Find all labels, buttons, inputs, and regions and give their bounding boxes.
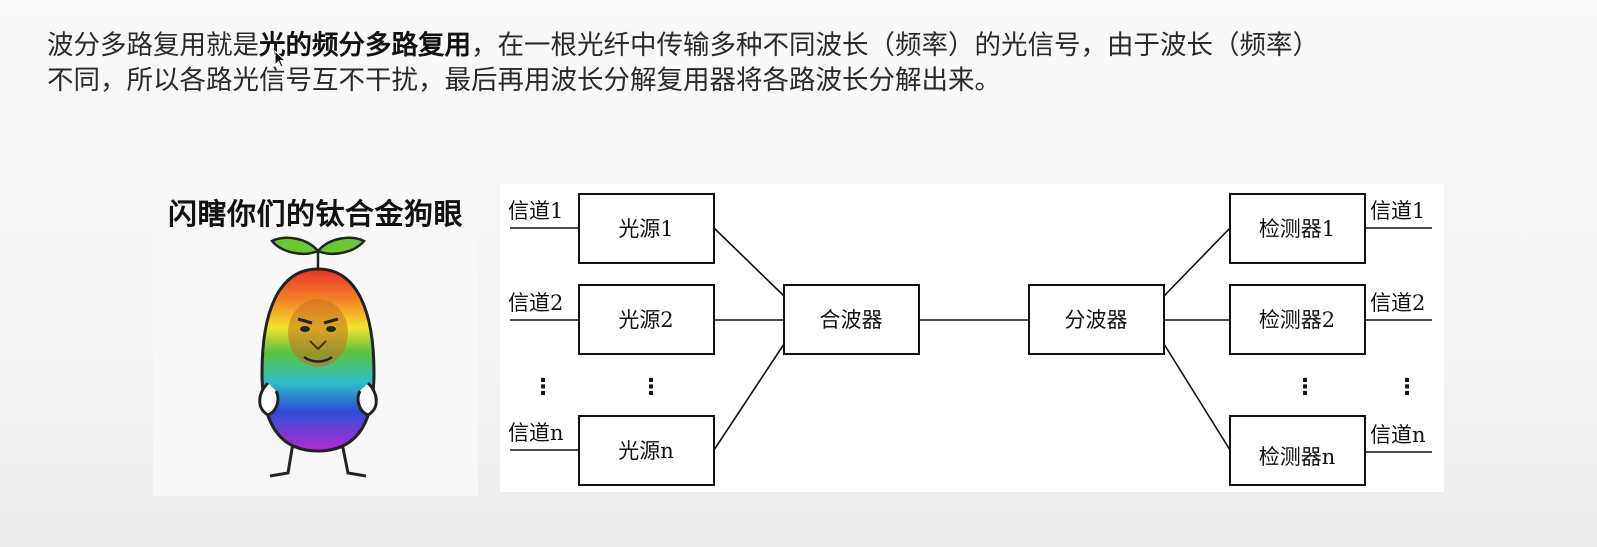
paragraph-emphasis: 光的频分多路复用 bbox=[259, 30, 471, 61]
output-channel-1-label: 信道1 bbox=[1370, 199, 1425, 223]
output-channel-2-label: 信道2 bbox=[1370, 291, 1425, 315]
detector-2-label: 检测器2 bbox=[1259, 308, 1335, 332]
wdm-diagram: 信道1 信道2 ⋮ 信道n 光源1 光源2 ⋮ 光源n 合波器 分波器 检测 bbox=[500, 184, 1444, 492]
input-channel-2-label: 信道2 bbox=[508, 291, 563, 315]
light-source-1-label: 光源1 bbox=[618, 217, 673, 241]
paragraph-line-1-end: ，在一根光纤中传输多种不同波长（频率）的光信号，由于波长（频率） bbox=[471, 30, 1319, 61]
paragraph-line-2: 不同，所以各路光信号互不干扰，最后再用波长分解复用器将各路波长分解出来。 bbox=[47, 65, 1001, 96]
meme-caption: 闪瞎你们的钛合金狗眼 bbox=[167, 197, 463, 231]
rainbow-bean-sprout-character-icon bbox=[258, 236, 378, 478]
source-n-to-combiner-line bbox=[713, 343, 785, 451]
output-channel-ellipsis: ⋮ bbox=[1396, 375, 1418, 400]
splitter-label: 分波器 bbox=[1065, 308, 1128, 332]
splitter-to-detector-n-line bbox=[1163, 343, 1231, 451]
splitter-to-detector-1-line bbox=[1163, 227, 1231, 297]
paragraph-line-1-start: 波分多路复用就是 bbox=[47, 30, 259, 61]
light-source-ellipsis: ⋮ bbox=[640, 375, 662, 400]
source-1-to-combiner-line bbox=[713, 227, 785, 297]
paragraph-line-1: 波分多路复用就是光的频分多路复用，在一根光纤中传输多种不同波长（频率）的光信号，… bbox=[47, 28, 1567, 63]
light-source-n-label: 光源n bbox=[618, 439, 674, 463]
light-source-2-label: 光源2 bbox=[618, 308, 673, 332]
mouse-pointer-icon bbox=[274, 50, 286, 68]
output-channel-n-label: 信道n bbox=[1370, 423, 1426, 447]
light-source-n-box bbox=[578, 415, 715, 486]
light-source-1-box bbox=[578, 193, 715, 264]
input-channel-1-label: 信道1 bbox=[508, 199, 563, 223]
detector-n-box bbox=[1229, 415, 1366, 486]
input-channel-ellipsis: ⋮ bbox=[532, 375, 554, 400]
detector-1-label: 检测器1 bbox=[1259, 217, 1335, 241]
detector-ellipsis: ⋮ bbox=[1294, 375, 1316, 400]
detector-n-label: 检测器n bbox=[1259, 445, 1336, 469]
detector-1-box bbox=[1229, 193, 1366, 264]
input-channel-n-label: 信道n bbox=[508, 421, 564, 445]
combiner-label: 合波器 bbox=[820, 308, 883, 332]
description-paragraph: 波分多路复用就是光的频分多路复用，在一根光纤中传输多种不同波长（频率）的光信号，… bbox=[47, 28, 1567, 98]
meme-panel: 闪瞎你们的钛合金狗眼 bbox=[153, 183, 478, 496]
